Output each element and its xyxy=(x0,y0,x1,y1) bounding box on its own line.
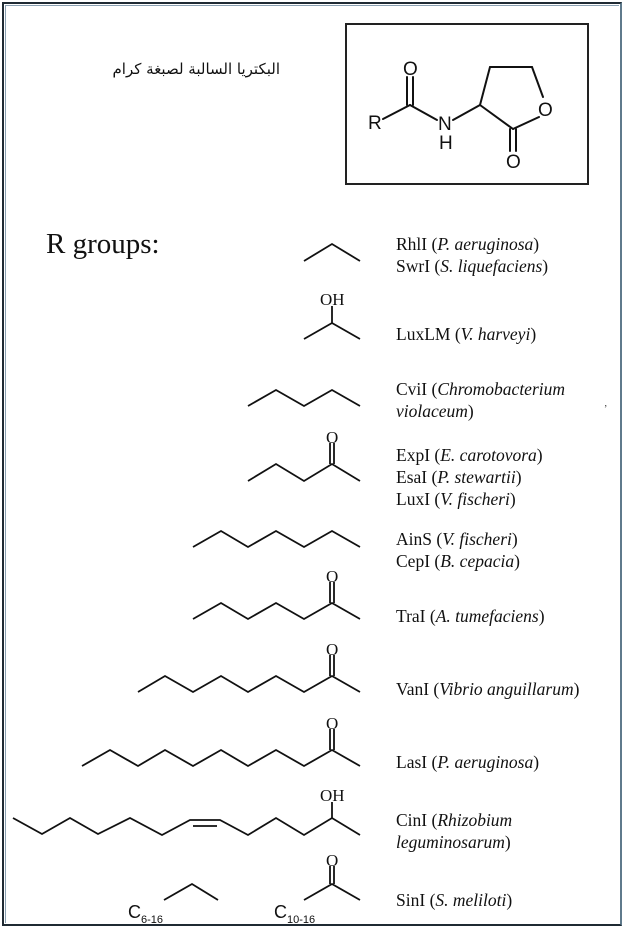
label-luxi: LuxI (V. fischeri) xyxy=(396,489,516,509)
chain-rhli xyxy=(303,242,361,262)
expi-o-label: O xyxy=(326,428,338,447)
core-structure-box: R O N H O O xyxy=(345,23,589,185)
label-cini: CinI (Rhizobium xyxy=(396,810,513,830)
stray-mark: ʼ xyxy=(604,404,608,415)
bond-ring-1 xyxy=(479,66,491,106)
label-cini-line2: leguminosarum) xyxy=(396,832,511,852)
bond-r-c xyxy=(382,104,411,120)
chain-cini xyxy=(12,816,361,837)
bond-ring-5 xyxy=(479,104,514,130)
label-ains: AinS (V. fischeri) xyxy=(396,529,518,549)
bond-ring-4 xyxy=(512,116,540,130)
atom-r: R xyxy=(368,113,382,134)
atom-lactone-o: O xyxy=(506,152,521,173)
chain-sini-acyl xyxy=(303,882,361,901)
chain-sini-alkyl xyxy=(163,882,219,901)
r-groups-title: R groups: xyxy=(46,228,160,260)
core-structure-diagram: R O N H O O xyxy=(368,59,553,173)
sini-alkyl-range: 6-16 xyxy=(141,914,163,926)
label-lasi: LasI (P. aeruginosa) xyxy=(396,752,540,772)
trai-o-label: O xyxy=(326,567,338,586)
chain-expi xyxy=(247,462,361,483)
chain-lasi xyxy=(81,748,361,768)
page-frame xyxy=(2,2,622,926)
label-vani: VanI (Vibrio anguillarum) xyxy=(396,679,580,699)
arabic-caption: البكتريا السالبة لصبغة كرام xyxy=(112,60,280,78)
luxlm-oh-label: OH xyxy=(320,290,345,309)
label-sini: SinI (S. meliloti) xyxy=(396,890,513,910)
bond-n-ca xyxy=(452,104,481,121)
sini-o-label: O xyxy=(326,851,338,870)
sini-acyl-range: 10-16 xyxy=(287,914,315,926)
sini-alkyl-c: C xyxy=(128,902,141,922)
atom-h: H xyxy=(439,133,453,154)
label-swri: SwrI (S. liquefaciens) xyxy=(396,256,549,276)
chain-vani xyxy=(137,674,361,694)
chain-ains xyxy=(192,529,361,549)
bond-c-n xyxy=(409,104,438,121)
label-cepi: CepI (B. cepacia) xyxy=(396,551,520,571)
label-expi: ExpI (E. carotovora) xyxy=(396,445,543,465)
page-frame-inner xyxy=(5,5,619,923)
chain-cvii xyxy=(247,388,361,408)
label-cvii-line2: violaceum) xyxy=(396,401,474,421)
chain-trai xyxy=(192,601,361,621)
label-rhli: RhlI (P. aeruginosa) xyxy=(396,234,540,254)
atom-carbonyl-o: O xyxy=(403,59,418,80)
chain-luxlm xyxy=(303,321,361,340)
lasi-o-label: O xyxy=(326,714,338,733)
label-luxlm: LuxLM (V. harveyi) xyxy=(396,324,537,344)
cini-oh-label: OH xyxy=(320,786,345,805)
label-esai: EsaI (P. stewartii) xyxy=(396,467,522,487)
vani-o-label: O xyxy=(326,640,338,659)
bond-ring-3 xyxy=(531,66,544,98)
atom-n: N xyxy=(438,114,452,135)
label-trai: TraI (A. tumefaciens) xyxy=(396,606,545,626)
atom-ring-o: O xyxy=(538,100,553,121)
label-cvii: CviI (Chromobacterium xyxy=(396,379,566,399)
sini-acyl-c: C xyxy=(274,902,287,922)
